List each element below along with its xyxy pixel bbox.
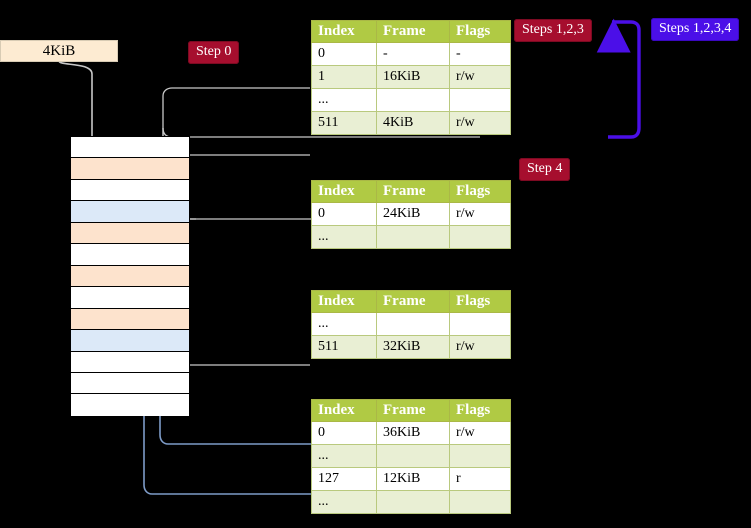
table-cell-index: 511 [311,335,377,359]
table-header-frame: Frame [376,290,450,313]
table-header-index: Index [311,290,377,313]
connector-steps-1234-arrow [596,18,641,139]
table-cell-index: 0 [311,42,377,66]
table-cell-flags [449,88,511,112]
table-header-flags: Flags [449,180,511,203]
table-header-index: Index [311,399,377,422]
table-cell-flags: r/w [449,421,511,445]
table-cell-frame: 24KiB [376,202,450,226]
memory-row [71,394,189,416]
memory-row [71,265,189,288]
table-cell-index: 127 [311,467,377,491]
table-header-flags: Flags [449,290,511,313]
table-header-flags: Flags [449,20,511,43]
table-cell-flags: - [449,42,511,66]
table-cell-flags: r/w [449,65,511,89]
table-cell-flags: r/w [449,335,511,359]
memory-row [71,179,189,202]
badge-steps-1-2-3[interactable]: Steps 1,2,3 [514,19,592,42]
table-row: ... [311,225,511,249]
badge-steps-1-2-3-4[interactable]: Steps 1,2,3,4 [651,18,740,41]
table-row: ... [311,312,511,336]
table-row: ... [311,444,511,468]
memory-row [71,351,189,373]
table-cell-index: 1 [311,65,377,89]
table-cell-index: 0 [311,202,377,226]
memory-row [71,372,189,395]
table-cell-frame [376,490,450,514]
table-cell-flags [449,312,511,336]
table-header-frame: Frame [376,399,450,422]
table-cell-index: ... [311,312,377,336]
table-cell-frame: 16KiB [376,65,450,89]
connector-level1-to-memory [175,218,311,264]
badge-step-4[interactable]: Step 4 [519,158,571,181]
memory-row [71,201,189,223]
table-cell-index: ... [311,444,377,468]
table-cell-index: 0 [311,421,377,445]
table-cell-frame: 32KiB [376,335,450,359]
table-cell-flags: r [449,467,511,491]
table-cell-flags [449,225,511,249]
table-row: 0-- [311,42,511,66]
memory-row [71,308,189,331]
table-cell-index: ... [311,490,377,514]
memory-row [71,137,189,159]
memory-size-box: 4KiB [0,40,118,62]
table-cell-frame [376,312,450,336]
table-header-frame: Frame [376,180,450,203]
table-cell-flags: r/w [449,111,511,135]
table-cell-flags [449,444,511,468]
memory-size-label: 4KiB [42,42,76,59]
table-cell-frame: 36KiB [376,421,450,445]
table-cell-frame [376,444,450,468]
table-row: ... [311,490,511,514]
table-cell-frame: 12KiB [376,467,450,491]
memory-row [71,158,189,180]
table-cell-index: ... [311,225,377,249]
table-cell-flags [449,490,511,514]
memory-column [70,136,190,416]
memory-row [71,330,189,352]
table-cell-flags: r/w [449,202,511,226]
table-header-frame: Frame [376,20,450,43]
table-cell-frame: - [376,42,450,66]
table-header-flags: Flags [449,399,511,422]
table-cell-frame [376,88,450,112]
table-cell-frame [376,225,450,249]
table-cell-index: 511 [311,111,377,135]
table-cell-index: ... [311,88,377,112]
memory-row [71,287,189,309]
table-cell-frame: 4KiB [376,111,450,135]
table-row: ... [311,88,511,112]
memory-row [71,244,189,266]
table-header-index: Index [311,180,377,203]
badge-step-0[interactable]: Step 0 [188,41,240,64]
table-header-index: Index [311,20,377,43]
memory-row [71,222,189,245]
